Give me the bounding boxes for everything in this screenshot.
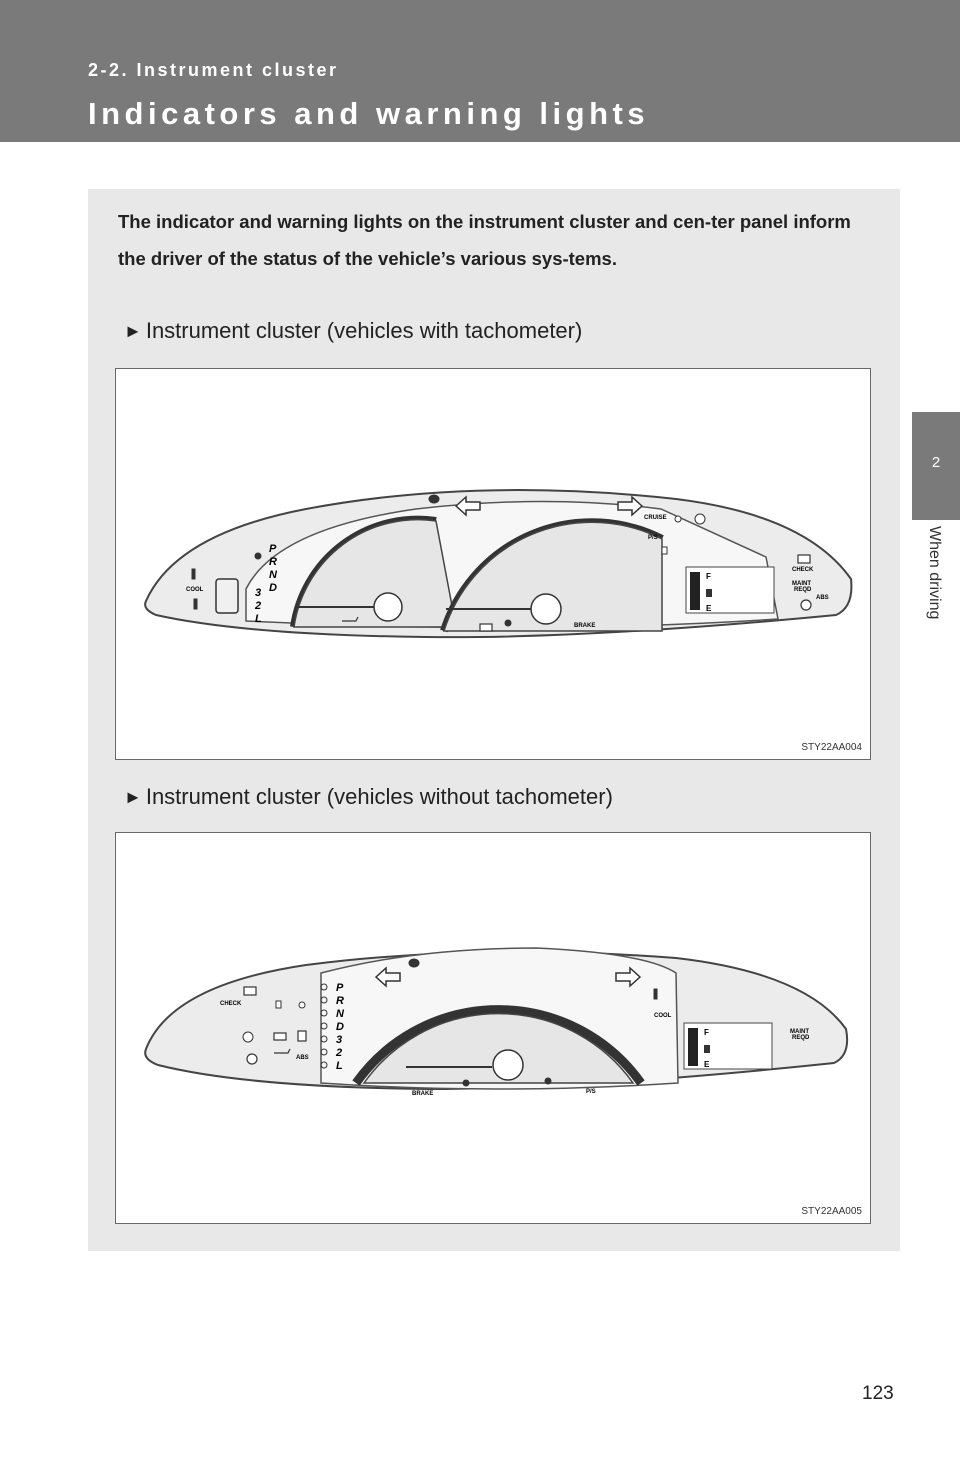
- gear-label-p: P: [336, 982, 344, 994]
- oil-pressure-icon: [274, 1048, 291, 1054]
- figure-2: F E P R N D 3 2 L COOL P/S CHECK MAINT R…: [115, 832, 871, 1224]
- power-steering-label: P/S: [586, 1089, 596, 1095]
- cluster-with-tachometer-diagram: F E P R N D 3 2 L COOL CRUISE P/S CHECK …: [144, 489, 853, 639]
- gear-label-r: R: [336, 995, 344, 1007]
- door-open-icon: [297, 1030, 307, 1042]
- bullet-arrow-icon: ►: [124, 320, 142, 341]
- fog-light-icon: [275, 1000, 282, 1009]
- tire-pressure-icon: [242, 1031, 254, 1043]
- figure-2-heading-text: Instrument cluster (vehicles without tac…: [145, 784, 613, 809]
- seatbelt-icon: [254, 552, 262, 560]
- maint-label: MAINT: [792, 581, 811, 587]
- abs-label: ABS: [296, 1055, 309, 1061]
- fuel-full-label: F: [704, 1028, 709, 1037]
- fog-light-icon: [661, 546, 668, 555]
- gear-label-n: N: [336, 1008, 345, 1020]
- coolant-temp-icon: [191, 568, 196, 580]
- turn-right-arrow-icon: [617, 495, 644, 517]
- battery-icon: [479, 623, 493, 632]
- gear-label-r: R: [269, 556, 277, 568]
- check-engine-icon: [243, 986, 257, 996]
- turn-right-arrow-icon: [615, 966, 642, 988]
- coolant-temp-icon: [193, 598, 198, 610]
- gear-label-l: L: [336, 1060, 343, 1072]
- fuel-full-label: F: [706, 572, 711, 581]
- battery-icon: [273, 1032, 287, 1041]
- gear-label-d: D: [269, 582, 277, 594]
- light-indicator-icon: [674, 515, 682, 523]
- figure-1: F E P R N D 3 2 L COOL CRUISE P/S CHECK …: [115, 368, 871, 760]
- chapter-tab-number[interactable]: 2: [912, 412, 960, 520]
- airbag-icon: [504, 619, 512, 627]
- headlight-high-beam-icon: [428, 494, 440, 504]
- gear-label-3: 3: [336, 1034, 342, 1046]
- figure-2-id: STY22AA005: [801, 1206, 862, 1217]
- coolant-temp-icon: [653, 988, 658, 1000]
- turn-left-arrow-icon: [374, 966, 401, 988]
- bullet-arrow-icon: ►: [124, 786, 142, 807]
- seatbelt-icon: [544, 1077, 552, 1085]
- fuel-pump-icon: [704, 1045, 710, 1053]
- turn-left-arrow-icon: [454, 495, 481, 517]
- page-number: 123: [862, 1383, 894, 1404]
- chapter-header: 2-2. Instrument cluster Indicators and w…: [0, 0, 960, 142]
- abs-icon: [800, 599, 812, 611]
- airbag-icon: [462, 1079, 470, 1087]
- oil-pressure-icon: [342, 616, 359, 622]
- gear-label-2: 2: [335, 1047, 342, 1059]
- figure-1-heading: ► Instrument cluster (vehicles with tach…: [124, 318, 582, 344]
- headlight-high-beam-icon: [408, 958, 420, 968]
- section-label: 2-2. Instrument cluster: [88, 60, 339, 80]
- abs-icon: [246, 1053, 258, 1065]
- light-indicator-icon: [298, 1001, 306, 1009]
- figure-1-id: STY22AA004: [801, 742, 862, 753]
- figure-2-heading: ► Instrument cluster (vehicles without t…: [124, 784, 613, 810]
- gear-label-p: P: [269, 543, 277, 555]
- cruise-label: CRUISE: [644, 515, 667, 521]
- chapter-tab-label: When driving: [926, 526, 943, 620]
- maint-label: MAINT: [790, 1029, 809, 1035]
- intro-paragraph: The indicator and warning lights on the …: [118, 211, 851, 269]
- fuel-empty-label: E: [706, 604, 712, 613]
- fuel-empty-label: E: [704, 1060, 710, 1069]
- abs-label: ABS: [816, 595, 829, 601]
- gear-label-l: L: [255, 613, 262, 625]
- reqd-label: REQD: [792, 1035, 810, 1041]
- chapter-tab[interactable]: When driving: [912, 520, 960, 668]
- brake-label: BRAKE: [574, 623, 595, 629]
- reqd-label: REQD: [794, 587, 812, 593]
- door-open-icon: [215, 578, 239, 614]
- figure-1-heading-text: Instrument cluster (vehicles with tachom…: [145, 318, 583, 343]
- gear-label-3: 3: [255, 587, 261, 599]
- cluster-without-tachometer-diagram: F E P R N D 3 2 L COOL P/S CHECK MAINT R…: [144, 947, 849, 1097]
- check-engine-label: CHECK: [792, 567, 814, 573]
- coolant-cool-label: COOL: [186, 587, 204, 593]
- page-title: Indicators and warning lights: [88, 96, 650, 131]
- coolant-cool-label: COOL: [654, 1013, 672, 1019]
- power-steering-label: P/S: [648, 535, 658, 541]
- gear-label-n: N: [269, 569, 278, 581]
- check-engine-icon: [797, 554, 811, 564]
- brake-label: BRAKE: [412, 1091, 433, 1097]
- fuel-pump-icon: [706, 589, 712, 597]
- tire-pressure-icon: [694, 513, 706, 525]
- gear-label-2: 2: [254, 600, 261, 612]
- gear-label-d: D: [336, 1021, 344, 1033]
- check-engine-label: CHECK: [220, 1001, 242, 1007]
